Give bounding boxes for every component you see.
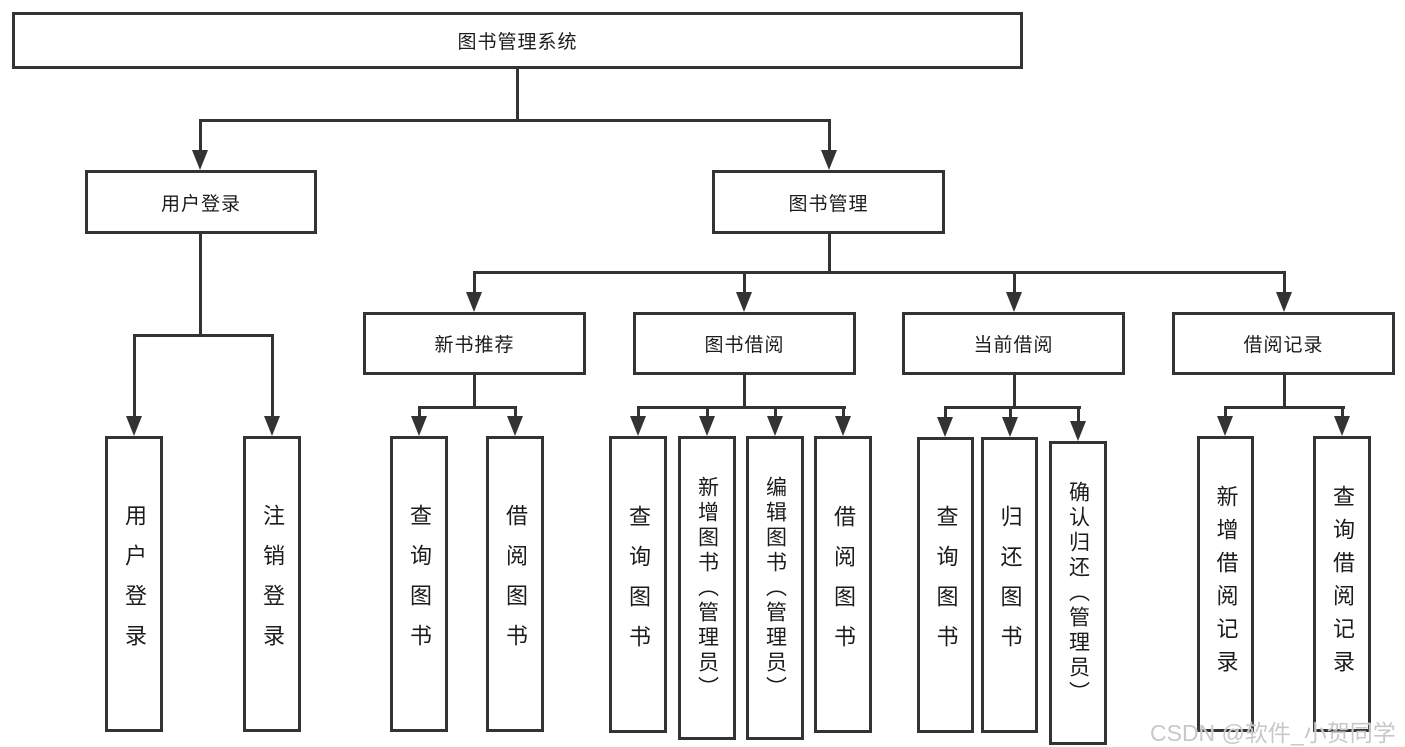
node-book-management: 图书管理: [712, 170, 945, 234]
arrowhead-down-icon: [192, 150, 208, 170]
connector-line: [516, 69, 519, 120]
csdn-watermark: CSDN @软件_小贺同学: [1150, 720, 1396, 746]
arrowhead-down-icon: [1070, 421, 1086, 441]
leaf-add-borrow-record: 新增借阅记录: [1197, 436, 1254, 732]
connector-line: [199, 119, 831, 122]
connector-line: [1013, 271, 1016, 296]
arrowhead-down-icon: [1276, 292, 1292, 312]
connector-line: [199, 234, 202, 335]
leaf-add-book-admin: 新增图书（管理员）: [678, 436, 736, 740]
connector-line: [1224, 406, 1227, 420]
arrowhead-down-icon: [821, 150, 837, 170]
arrowhead-down-icon: [264, 416, 280, 436]
connector-line: [514, 406, 517, 420]
connector-line: [743, 271, 746, 296]
connector-line: [1013, 374, 1016, 407]
leaf-logout: 注销登录: [243, 436, 301, 732]
arrowhead-down-icon: [699, 416, 715, 436]
leaf-query-books-recommend: 查询图书: [390, 436, 448, 732]
arrowhead-down-icon: [835, 416, 851, 436]
connector-line: [1009, 406, 1012, 421]
leaf-query-books-borrow: 查询图书: [609, 436, 667, 733]
connector-line: [1224, 406, 1345, 409]
leaf-user-login: 用户登录: [105, 436, 163, 732]
node-user-login: 用户登录: [85, 170, 317, 234]
arrowhead-down-icon: [1006, 292, 1022, 312]
connector-line: [1077, 406, 1080, 425]
connector-line: [637, 406, 640, 420]
connector-line: [828, 119, 831, 152]
connector-line: [637, 406, 846, 409]
leaf-edit-book-admin: 编辑图书（管理员）: [746, 436, 804, 740]
arrowhead-down-icon: [630, 416, 646, 436]
connector-line: [199, 119, 202, 152]
connector-line: [418, 406, 421, 420]
arrowhead-down-icon: [126, 416, 142, 436]
leaf-confirm-return-admin: 确认归还（管理员）: [1049, 441, 1107, 745]
leaf-query-borrow-record: 查询借阅记录: [1313, 436, 1371, 732]
leaf-query-books-current: 查询图书: [917, 437, 974, 733]
connector-line: [271, 334, 274, 418]
arrowhead-down-icon: [466, 292, 482, 312]
leaf-borrow-books-recommend: 借阅图书: [486, 436, 544, 732]
arrowhead-down-icon: [411, 416, 427, 436]
connector-line: [1341, 406, 1344, 420]
connector-line: [473, 375, 476, 407]
arrowhead-down-icon: [736, 292, 752, 312]
arrowhead-down-icon: [767, 416, 783, 436]
connector-line: [944, 406, 1081, 409]
connector-line: [473, 271, 1286, 274]
connector-line: [944, 406, 947, 421]
node-current-borrowing: 当前借阅: [902, 312, 1125, 375]
connector-line: [706, 406, 709, 420]
node-book-borrowing: 图书借阅: [633, 312, 856, 375]
leaf-return-book: 归还图书: [981, 437, 1038, 733]
node-new-book-recommend: 新书推荐: [363, 312, 586, 375]
arrowhead-down-icon: [507, 416, 523, 436]
node-library-management-system: 图书管理系统: [12, 12, 1023, 69]
connector-line: [1283, 271, 1286, 296]
arrowhead-down-icon: [1002, 417, 1018, 437]
arrowhead-down-icon: [937, 417, 953, 437]
arrowhead-down-icon: [1217, 416, 1233, 436]
node-borrow-records: 借阅记录: [1172, 312, 1395, 375]
connector-line: [1283, 375, 1286, 407]
connector-line: [842, 406, 845, 420]
connector-line: [828, 233, 831, 272]
connector-line: [774, 406, 777, 420]
connector-line: [418, 406, 517, 409]
leaf-borrow-books: 借阅图书: [814, 436, 872, 733]
arrowhead-down-icon: [1334, 416, 1350, 436]
connector-line: [473, 271, 476, 296]
connector-line: [743, 375, 746, 407]
connector-line: [133, 334, 274, 337]
connector-line: [133, 334, 136, 418]
